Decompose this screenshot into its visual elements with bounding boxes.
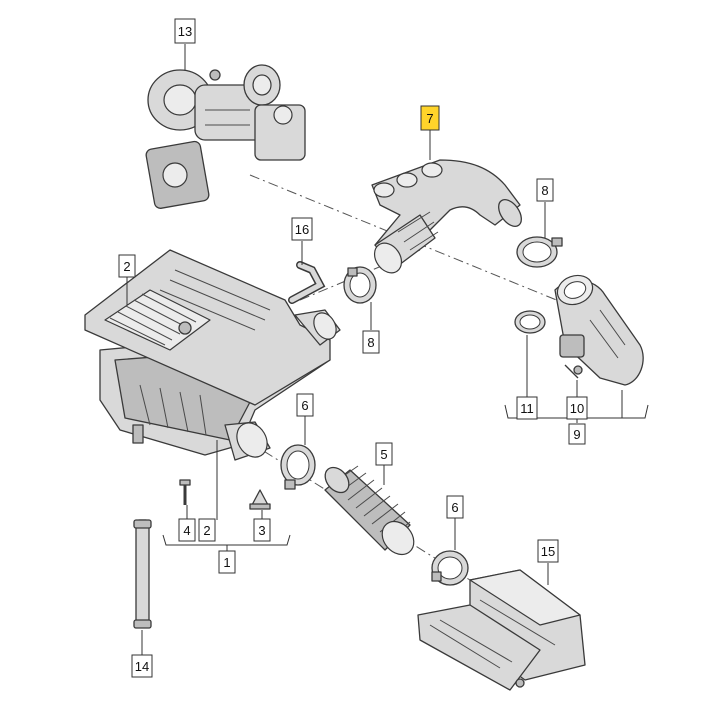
callout-box <box>218 550 236 574</box>
callout-c9: 9 <box>568 423 586 445</box>
air-intake-duct <box>417 569 586 691</box>
callout-c4: 4 <box>178 518 196 542</box>
callout-number: 13 <box>178 24 192 39</box>
rubber-grommet <box>249 489 271 510</box>
callout-number: 2 <box>123 259 130 274</box>
callout-box <box>291 217 313 241</box>
callout-box <box>362 330 380 354</box>
callout-c5: 5 <box>375 442 393 466</box>
callout-number: 6 <box>301 398 308 413</box>
callout-c14: 14 <box>131 654 153 678</box>
screw-small <box>564 364 583 379</box>
callout-c3: 3 <box>253 518 271 542</box>
callout-box <box>296 393 314 417</box>
callout-number: 2 <box>203 523 210 538</box>
callout-number: 10 <box>570 401 584 416</box>
callout-c13: 13 <box>174 18 196 44</box>
vent-hose <box>288 261 326 304</box>
air-filter-housing <box>84 249 341 461</box>
callout-c10: 10 <box>566 396 588 420</box>
callout-c7: 7 <box>420 105 440 131</box>
hose-clamp-lower <box>343 266 377 304</box>
callout-number: 6 <box>451 500 458 515</box>
callout-box <box>566 396 588 420</box>
callout-box <box>516 396 538 420</box>
callout-c16: 16 <box>291 217 313 241</box>
drain-tube <box>133 519 152 629</box>
callout-number: 8 <box>541 183 548 198</box>
callout-c8b: 8 <box>362 330 380 354</box>
callout-box <box>178 518 196 542</box>
turbocharger <box>145 64 306 209</box>
hose-clamp-middle <box>280 444 316 490</box>
callout-c15: 15 <box>537 539 559 563</box>
callout-box <box>537 539 559 563</box>
callout-box <box>568 423 586 445</box>
o-ring-seal <box>514 310 546 334</box>
callout-c6b: 6 <box>446 495 464 519</box>
callout-box <box>118 254 136 278</box>
callout-number: 1 <box>223 555 230 570</box>
callout-c8a: 8 <box>536 178 554 202</box>
hose-clamp-upper <box>516 236 563 268</box>
intake-connection-hose <box>371 159 522 274</box>
callout-c6a: 6 <box>296 393 314 417</box>
bolt <box>179 479 191 505</box>
callout-c1: 1 <box>218 550 236 574</box>
callout-box <box>420 105 440 131</box>
leader-lines <box>126 44 623 655</box>
callout-c2b: 2 <box>198 518 216 542</box>
callout-number: 4 <box>183 523 190 538</box>
callout-number: 16 <box>295 222 309 237</box>
callout-c11: 11 <box>516 396 538 420</box>
callout-box <box>446 495 464 519</box>
hose-clamp-lower-front <box>431 550 469 586</box>
callout-box <box>131 654 153 678</box>
callout-number: 15 <box>541 544 555 559</box>
callout-number: 14 <box>135 659 149 674</box>
callout-c2a: 2 <box>118 254 136 278</box>
callout-number: 11 <box>520 401 534 416</box>
callout-number: 3 <box>258 523 265 538</box>
callout-number: 5 <box>380 447 387 462</box>
callout-box <box>174 18 196 44</box>
callout-number: 8 <box>367 335 374 350</box>
callout-number: 9 <box>573 427 580 442</box>
callout-box <box>198 518 216 542</box>
throttle-connector-pipe <box>554 274 644 386</box>
corrugated-intake-hose <box>324 465 415 556</box>
callout-box <box>375 442 393 466</box>
callout-box <box>536 178 554 202</box>
callout-box <box>253 518 271 542</box>
callout-number: 7 <box>426 111 433 126</box>
